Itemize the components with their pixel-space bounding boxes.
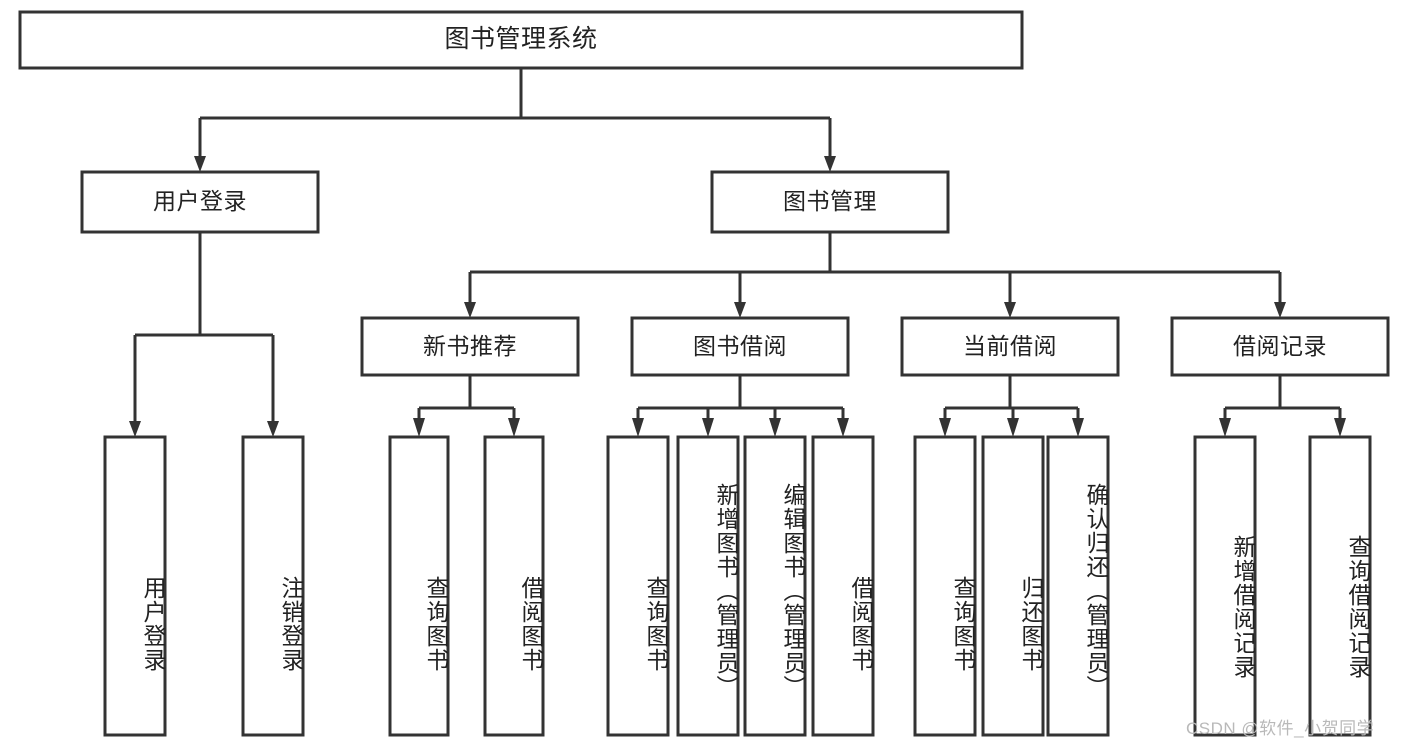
- node-box-user-login[interactable]: [80, 170, 320, 234]
- arrowhead-book-management: [824, 156, 836, 172]
- node-box-leaf-query-borrow-record[interactable]: [1308, 435, 1372, 737]
- connector-group-root-to-level2: [194, 68, 836, 172]
- arrowhead-leaf-add-book-admin: [702, 418, 714, 437]
- connector-group-new-book-recommend-to-leaves: [413, 375, 520, 437]
- arrowhead-leaf-edit-book-admin: [769, 418, 781, 437]
- arrowhead-current-borrow: [1004, 302, 1016, 318]
- arrowhead-new-book-recommend: [464, 302, 476, 318]
- arrowhead-leaf-add-borrow-record: [1219, 418, 1231, 437]
- node-box-borrow-record[interactable]: [1170, 316, 1390, 377]
- node-box-leaf-query-book-rec[interactable]: [388, 435, 450, 737]
- node-box-current-borrow[interactable]: [900, 316, 1120, 377]
- arrowhead-leaf-query-book-rec: [413, 418, 425, 437]
- arrowhead-leaf-user-login: [129, 421, 141, 437]
- node-box-leaf-add-book-admin[interactable]: [676, 435, 740, 737]
- arrowhead-book-borrow: [734, 302, 746, 318]
- connector-group-book-management-to-level3: [464, 232, 1286, 318]
- csdn-watermark: CSDN @软件_小贺同学: [1186, 719, 1375, 738]
- arrowhead-leaf-confirm-return-admin: [1072, 418, 1084, 437]
- node-box-new-book-recommend[interactable]: [360, 316, 580, 377]
- node-box-leaf-add-borrow-record[interactable]: [1193, 435, 1257, 737]
- connector-group-book-borrow-to-leaves: [632, 375, 849, 437]
- node-box-leaf-user-login[interactable]: [103, 435, 167, 737]
- arrowhead-leaf-query-book-borrow: [632, 418, 644, 437]
- arrowhead-leaf-logout-login: [267, 421, 279, 437]
- node-box-leaf-confirm-return-admin[interactable]: [1046, 435, 1110, 737]
- node-box-leaf-borrow-book[interactable]: [811, 435, 875, 737]
- node-box-leaf-borrow-book-rec[interactable]: [483, 435, 545, 737]
- arrowhead-leaf-query-borrow-record: [1334, 418, 1346, 437]
- node-box-root[interactable]: [18, 10, 1024, 70]
- node-box-leaf-return-book[interactable]: [981, 435, 1045, 737]
- connector-group-borrow-record-to-leaves: [1219, 375, 1346, 437]
- node-box-book-borrow[interactable]: [630, 316, 850, 377]
- arrowhead-user-login: [194, 156, 206, 172]
- node-box-leaf-query-book-current[interactable]: [913, 435, 977, 737]
- arrowhead-leaf-query-book-current: [939, 418, 951, 437]
- arrowhead-leaf-return-book: [1007, 418, 1019, 437]
- node-box-leaf-logout-login[interactable]: [241, 435, 305, 737]
- node-box-book-management[interactable]: [710, 170, 950, 234]
- node-box-leaf-edit-book-admin[interactable]: [743, 435, 807, 737]
- arrowhead-leaf-borrow-book-rec: [508, 418, 520, 437]
- connector-group-user-login-to-leaves: [129, 232, 279, 437]
- arrowhead-leaf-borrow-book: [837, 418, 849, 437]
- node-box-leaf-query-book-borrow[interactable]: [606, 435, 670, 737]
- connector-group-current-borrow-to-leaves: [939, 375, 1084, 437]
- arrowhead-borrow-record: [1274, 302, 1286, 318]
